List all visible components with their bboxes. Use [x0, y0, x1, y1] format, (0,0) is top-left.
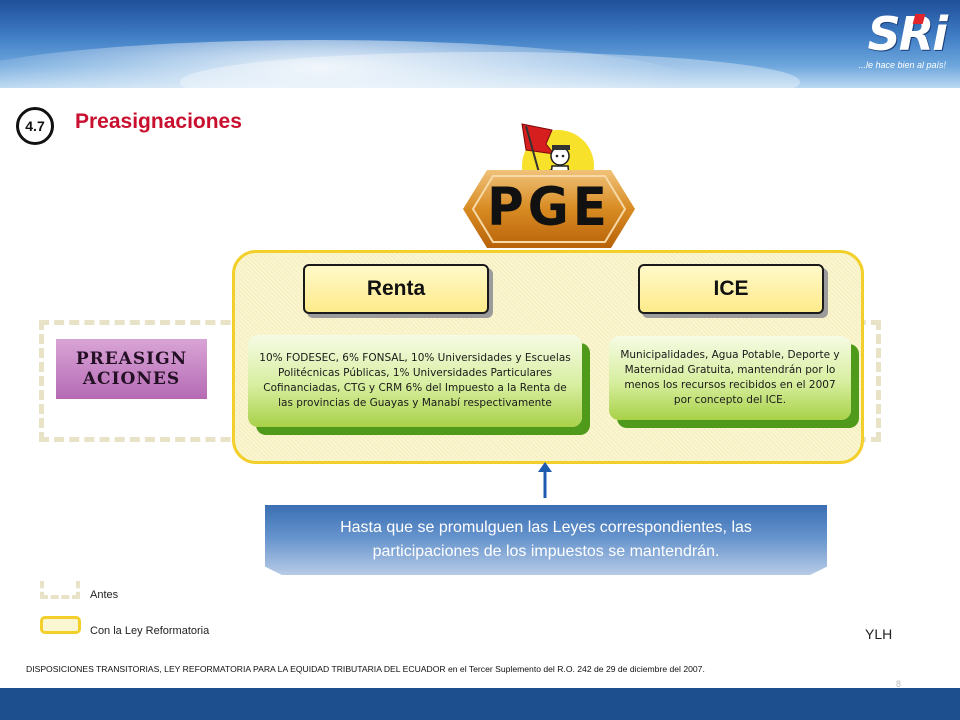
ice-detail-text: Municipalidades, Agua Potable, Deporte y…	[620, 349, 840, 406]
callout-text: Hasta que se promulguen las Leyes corres…	[340, 519, 752, 560]
renta-detail-text: 10% FODESEC, 6% FONSAL, 10% Universidade…	[259, 352, 571, 409]
bottom-bar	[0, 688, 960, 720]
renta-detail-box: 10% FODESEC, 6% FONSAL, 10% Universidade…	[248, 335, 582, 427]
section-number-badge: 4.7	[16, 107, 54, 145]
source-footnote: DISPOSICIONES TRANSITORIAS, LEY REFORMAT…	[26, 664, 705, 674]
preasignaciones-label-text: PREASIGN ACIONES	[75, 349, 188, 389]
logo-tagline: ...le hace bien al país!	[858, 60, 946, 70]
up-arrow-icon	[538, 462, 552, 498]
ice-detail-box: Municipalidades, Agua Potable, Deporte y…	[609, 336, 851, 420]
logo-text: SRi	[867, 7, 948, 61]
legend-before-label: Antes	[90, 589, 119, 601]
top-banner: SRi ...le hace bien al país!	[0, 0, 960, 88]
preasignaciones-label: PREASIGN ACIONES	[56, 339, 207, 399]
sri-logo: SRi ...le hace bien al país!	[836, 7, 948, 84]
legend-after-swatch	[40, 616, 81, 634]
legend-after-label: Con la Ley Reformatoria	[90, 625, 210, 637]
page-title: Preasignaciones	[75, 110, 242, 133]
author-initials: YLH	[865, 626, 893, 642]
page-number: 8	[896, 679, 902, 689]
legend-before-swatch	[40, 581, 80, 599]
renta-header: Renta	[303, 264, 489, 314]
transition-callout: Hasta que se promulguen las Leyes corres…	[265, 505, 827, 575]
pge-label: PGE	[487, 176, 611, 238]
ice-header: ICE	[638, 264, 824, 314]
pge-badge: PGE	[463, 118, 635, 253]
pge-hexagon-shape	[463, 170, 635, 248]
